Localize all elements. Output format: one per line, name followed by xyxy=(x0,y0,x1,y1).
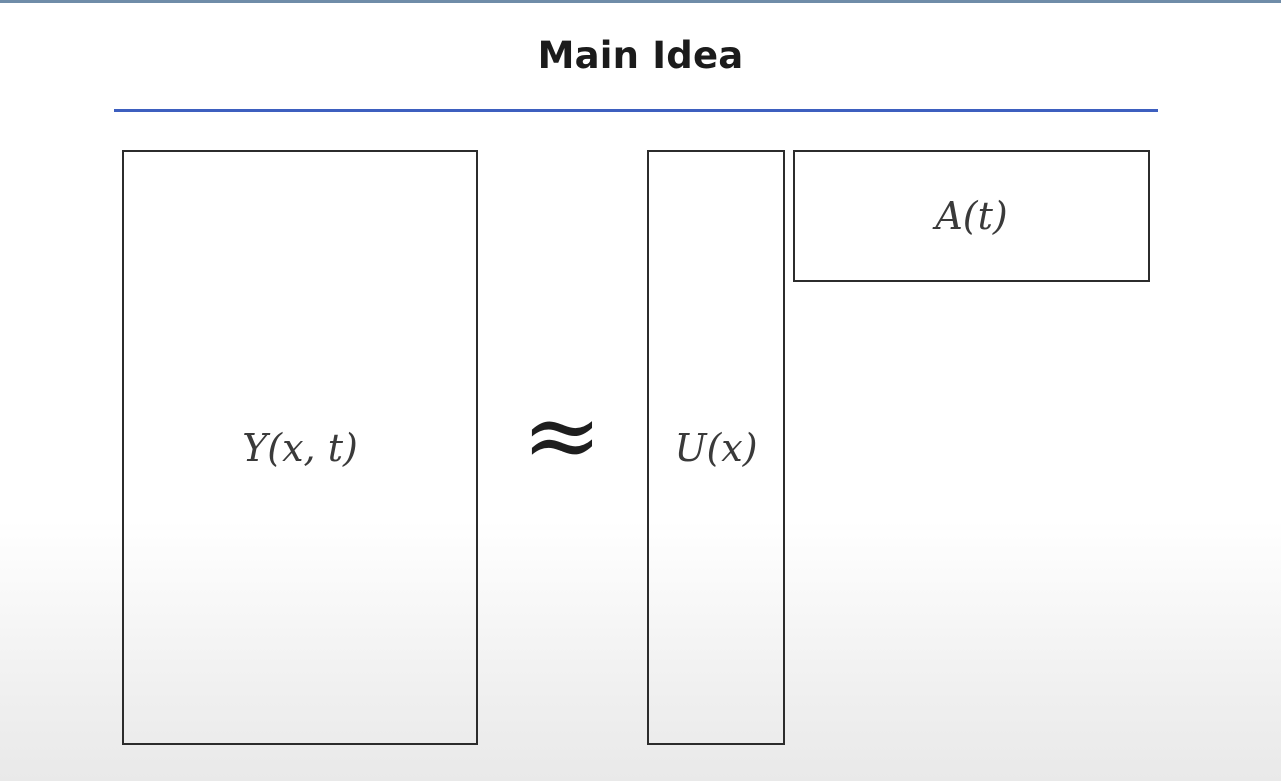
matrix-y-label: Y(x, t) xyxy=(242,425,358,470)
approx-symbol: ≈ xyxy=(521,379,603,491)
matrix-u-box: U(x) xyxy=(647,150,785,745)
matrix-a-box: A(t) xyxy=(793,150,1150,282)
matrix-a-label: A(t) xyxy=(935,194,1008,238)
matrix-y-box: Y(x, t) xyxy=(122,150,478,745)
slide-title: Main Idea xyxy=(537,34,744,77)
matrix-u-label: U(x) xyxy=(674,425,758,470)
top-rule xyxy=(0,0,1281,3)
title-underline xyxy=(114,109,1158,112)
